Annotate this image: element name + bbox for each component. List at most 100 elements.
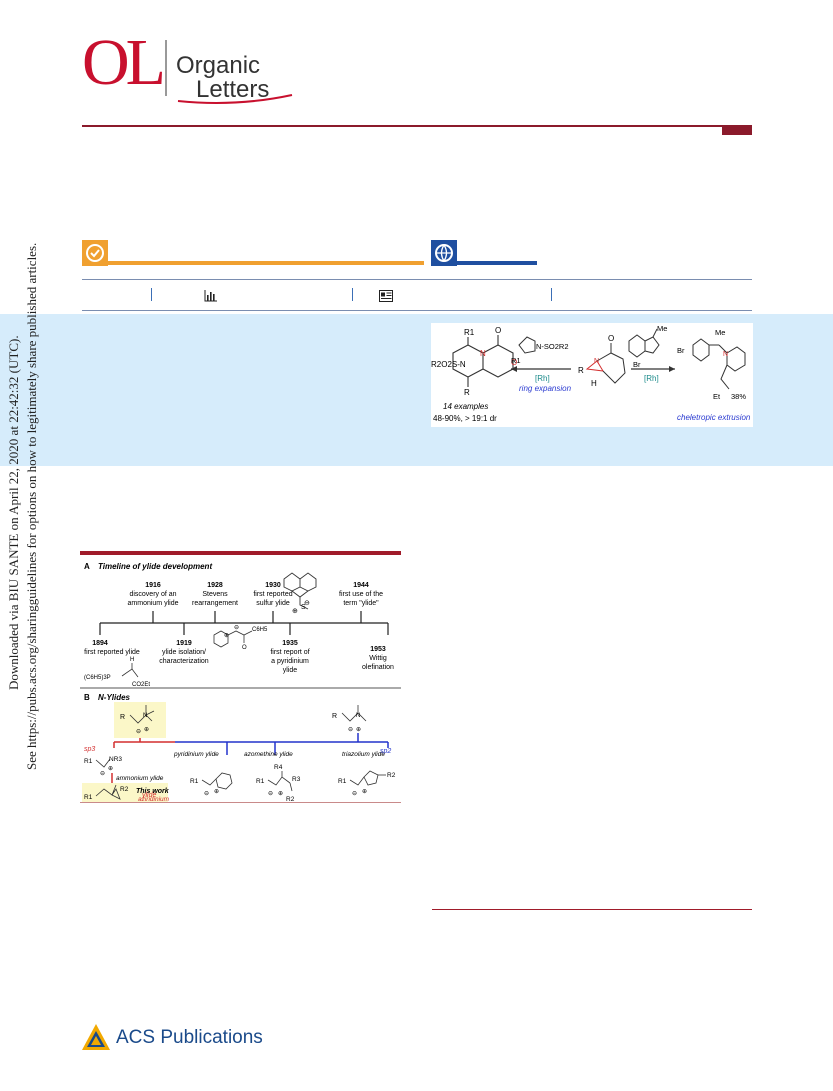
toc-yield: 48-90%, > 19:1 dr: [433, 414, 497, 423]
event-text: ylide: [283, 667, 298, 674]
toc-rh-right: [Rh]: [644, 374, 659, 383]
event-year: 1919: [176, 640, 192, 647]
svg-text:⊖: ⊖: [352, 791, 357, 797]
svg-text:⊖: ⊖: [234, 625, 239, 631]
svg-text:⊖: ⊖: [304, 600, 310, 607]
toc-triazole-label: N-SO2R2: [536, 342, 569, 351]
metrics-separator: [151, 288, 152, 301]
pyridinium-label: pyridinium ylide: [173, 751, 219, 758]
download-notice-line2: See https://pubs.acs.org/sharingguidelin…: [24, 242, 39, 770]
right-column-rule: [432, 909, 752, 910]
label-r2: R2: [387, 772, 396, 779]
aziridinium-label-1: aziridinium: [138, 796, 170, 803]
event-text: Stevens: [202, 591, 228, 598]
cite-rule: [457, 261, 537, 265]
label-r2: R2: [286, 796, 295, 803]
svg-text:⊖: ⊖: [204, 791, 209, 797]
svg-text:N: N: [480, 349, 486, 358]
label-r1: R1: [190, 778, 199, 785]
toc-center-h: H: [591, 379, 597, 388]
svg-text:⊖: ⊖: [268, 791, 273, 797]
toc-pyridotriazole-br: Br: [633, 360, 641, 369]
toc-ring-expansion: ring expansion: [519, 384, 572, 393]
journal-name-line2: Letters: [196, 76, 270, 103]
event-text: first reported: [253, 591, 292, 598]
globe-icon[interactable]: [431, 240, 457, 266]
journal-logo-letters: OL: [82, 26, 166, 99]
event-text: term "ylide": [343, 600, 379, 607]
label-r: R: [120, 714, 125, 721]
toc-r1: R1: [464, 328, 475, 337]
toc-product-et: Et: [713, 392, 721, 401]
svg-text:⊖: ⊖: [100, 771, 105, 777]
azomethine-label: azomethine ylide: [244, 751, 293, 758]
label-r1: R1: [84, 794, 93, 801]
svg-text:⊕: ⊕: [214, 789, 219, 795]
event-text: rearrangement: [192, 600, 238, 607]
svg-text:O: O: [608, 334, 614, 343]
toc-pyridotriazole-me: Me: [657, 324, 667, 333]
toc-product-br: Br: [677, 346, 685, 355]
check-circle-icon[interactable]: [82, 240, 108, 266]
acs-logo-icon: [82, 1024, 110, 1050]
event-text: ammonium ylide: [128, 600, 179, 607]
open-access-rule: [108, 261, 424, 265]
toc-r: R: [464, 388, 470, 397]
svg-text:O: O: [495, 326, 501, 335]
ammonium-label: ammonium ylide: [116, 775, 164, 782]
timeline-events-above: 1916 discovery of an ammonium ylide 1928…: [128, 582, 384, 607]
sp3-label: sp3: [84, 746, 95, 753]
toc-cheletropic: cheletropic extrusion: [677, 413, 751, 422]
newspaper-icon[interactable]: [379, 289, 393, 307]
logo-swoosh: [177, 94, 293, 104]
phosphorus-ylide: (C6H5)3P: [84, 675, 111, 681]
event-text: first reported ylide: [84, 649, 140, 656]
panel-a-title: Timeline of ylide development: [98, 562, 212, 571]
panel-b-title: N-Ylides: [98, 693, 131, 702]
toc-examples: 14 examples: [443, 402, 488, 411]
event-text: first report of: [270, 649, 309, 656]
acyl-group: C6H5: [252, 627, 268, 633]
aziridinium-label-2: ylide: [142, 792, 157, 799]
label-r2: R2: [120, 786, 129, 793]
svg-text:S: S: [301, 604, 306, 611]
event-text: first use of the: [339, 591, 383, 598]
label-r4: R4: [274, 764, 283, 771]
toc-product-yield: 38%: [731, 392, 746, 401]
publisher-name: ACS Publications: [116, 1027, 263, 1048]
metrics-separator: [352, 288, 353, 301]
svg-text:⊕: ⊕: [362, 789, 367, 795]
metrics-top-rule: [82, 279, 752, 280]
toc-triazole-sub: R1: [511, 356, 521, 365]
event-year: 1928: [207, 582, 223, 589]
svg-text:⊖: ⊖: [136, 729, 141, 735]
svg-text:N: N: [723, 351, 728, 358]
svg-text:⊕: ⊕: [278, 791, 283, 797]
svg-text:O: O: [511, 358, 517, 367]
event-year: 1935: [282, 640, 298, 647]
highlight-box: [114, 702, 166, 738]
svg-text:H: H: [130, 657, 134, 663]
svg-text:⊕: ⊕: [356, 727, 361, 733]
toc-product-me: Me: [715, 328, 725, 337]
svg-text:⊕: ⊕: [108, 766, 113, 772]
download-notice: Downloaded via BIU SANTE on April 22, 20…: [4, 243, 44, 1060]
event-text: characterization: [159, 658, 209, 665]
metrics-separator: [551, 288, 552, 301]
label-r1: R1: [256, 778, 265, 785]
event-year: 1953: [370, 646, 386, 653]
toc-graphic: R1 O N O R2O2S-N R 14 examples 48-90%, >…: [431, 323, 753, 427]
journal-name-line1: Organic: [176, 52, 261, 79]
event-year: 1916: [145, 582, 161, 589]
timeline-axis: [99, 611, 389, 635]
logo-divider: [165, 40, 167, 96]
event-year: 1930: [265, 582, 281, 589]
triazolium-label: triazolium ylide: [342, 751, 385, 758]
this-work-label: This work: [136, 788, 170, 795]
label-r1: R1: [338, 778, 347, 785]
bar-chart-icon[interactable]: [204, 289, 217, 307]
svg-text:⊕: ⊕: [292, 608, 298, 615]
this-work-box: [82, 783, 168, 803]
event-text: Wittig: [369, 655, 387, 662]
label-r3: R3: [292, 776, 301, 783]
